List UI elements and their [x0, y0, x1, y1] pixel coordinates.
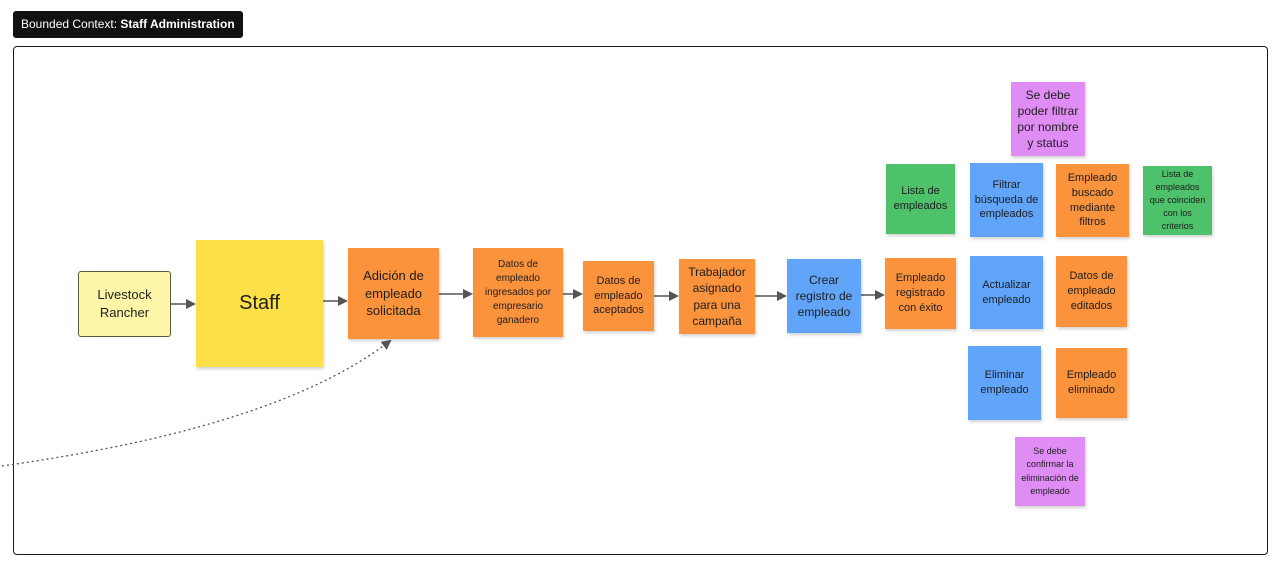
bounded-context-name: Staff Administration [120, 17, 235, 31]
event-datos-ingresados: Datos de empleado ingresados por empresa… [473, 248, 563, 337]
actor-livestock-rancher: Livestock Rancher [78, 271, 171, 337]
command-filtrar-busqueda: Filtrar búsqueda de empleados [970, 163, 1043, 237]
read-model-lista-empleados-label: Lista de empleados [893, 185, 948, 212]
command-crear-registro-label: Crear registro de empleado [795, 272, 853, 320]
event-datos-editados: Datos de empleado editados [1056, 256, 1127, 327]
command-actualizar-empleado: Actualizar empleado [970, 256, 1043, 329]
event-empleado-eliminado: Empleado eliminado [1056, 348, 1127, 418]
event-datos-aceptados: Datos de empleado aceptados [583, 261, 654, 331]
event-empleado-registrado: Empleado registrado con éxito [885, 258, 956, 329]
event-empleado-buscado-label: Empleado buscado mediante filtros [1067, 171, 1118, 229]
event-empleado-buscado: Empleado buscado mediante filtros [1056, 164, 1129, 237]
event-datos-ingresados-label: Datos de empleado ingresados por empresa… [484, 258, 552, 326]
aggregate-staff-label: Staff [239, 292, 280, 314]
event-empleado-eliminado-label: Empleado eliminado [1066, 369, 1117, 396]
event-datos-aceptados-label: Datos de empleado aceptados [593, 274, 644, 317]
bounded-context-prefix: Bounded Context: [21, 17, 118, 31]
event-empleado-registrado-label: Empleado registrado con éxito [895, 272, 946, 314]
read-model-lista-empleados: Lista de empleados [886, 164, 955, 234]
bounded-context-label: Bounded Context: Staff Administration [13, 11, 243, 38]
event-datos-editados-label: Datos de empleado editados [1067, 270, 1116, 312]
actor-livestock-rancher-label: Livestock Rancher [97, 287, 152, 320]
policy-filtrar: Se debe poder filtrar por nombre y statu… [1011, 82, 1085, 156]
aggregate-staff: Staff [196, 240, 323, 367]
event-adicion-solicitada-label: Adición de empleado solicitada [363, 268, 424, 319]
bounded-context-frame [13, 46, 1268, 555]
read-model-lista-coincidentes-label: Lista de empleados que coinciden con los… [1149, 168, 1206, 232]
command-eliminar-empleado: Eliminar empleado [968, 346, 1041, 420]
policy-filtrar-label: Se debe poder filtrar por nombre y statu… [1017, 87, 1079, 151]
event-adicion-solicitada: Adición de empleado solicitada [348, 248, 439, 339]
command-eliminar-empleado-label: Eliminar empleado [980, 369, 1029, 396]
command-filtrar-busqueda-label: Filtrar búsqueda de empleados [974, 178, 1039, 221]
event-trabajador-asignado: Trabajador asignado para una campaña [679, 259, 755, 334]
command-crear-registro: Crear registro de empleado [787, 259, 861, 333]
event-trabajador-asignado-label: Trabajador asignado para una campaña [688, 265, 746, 328]
command-actualizar-empleado-label: Actualizar empleado [982, 278, 1031, 306]
policy-confirmar-label: Se debe confirmar la eliminación de empl… [1021, 446, 1079, 496]
read-model-lista-coincidentes: Lista de empleados que coinciden con los… [1143, 166, 1212, 235]
policy-confirmar: Se debe confirmar la eliminación de empl… [1015, 437, 1085, 506]
